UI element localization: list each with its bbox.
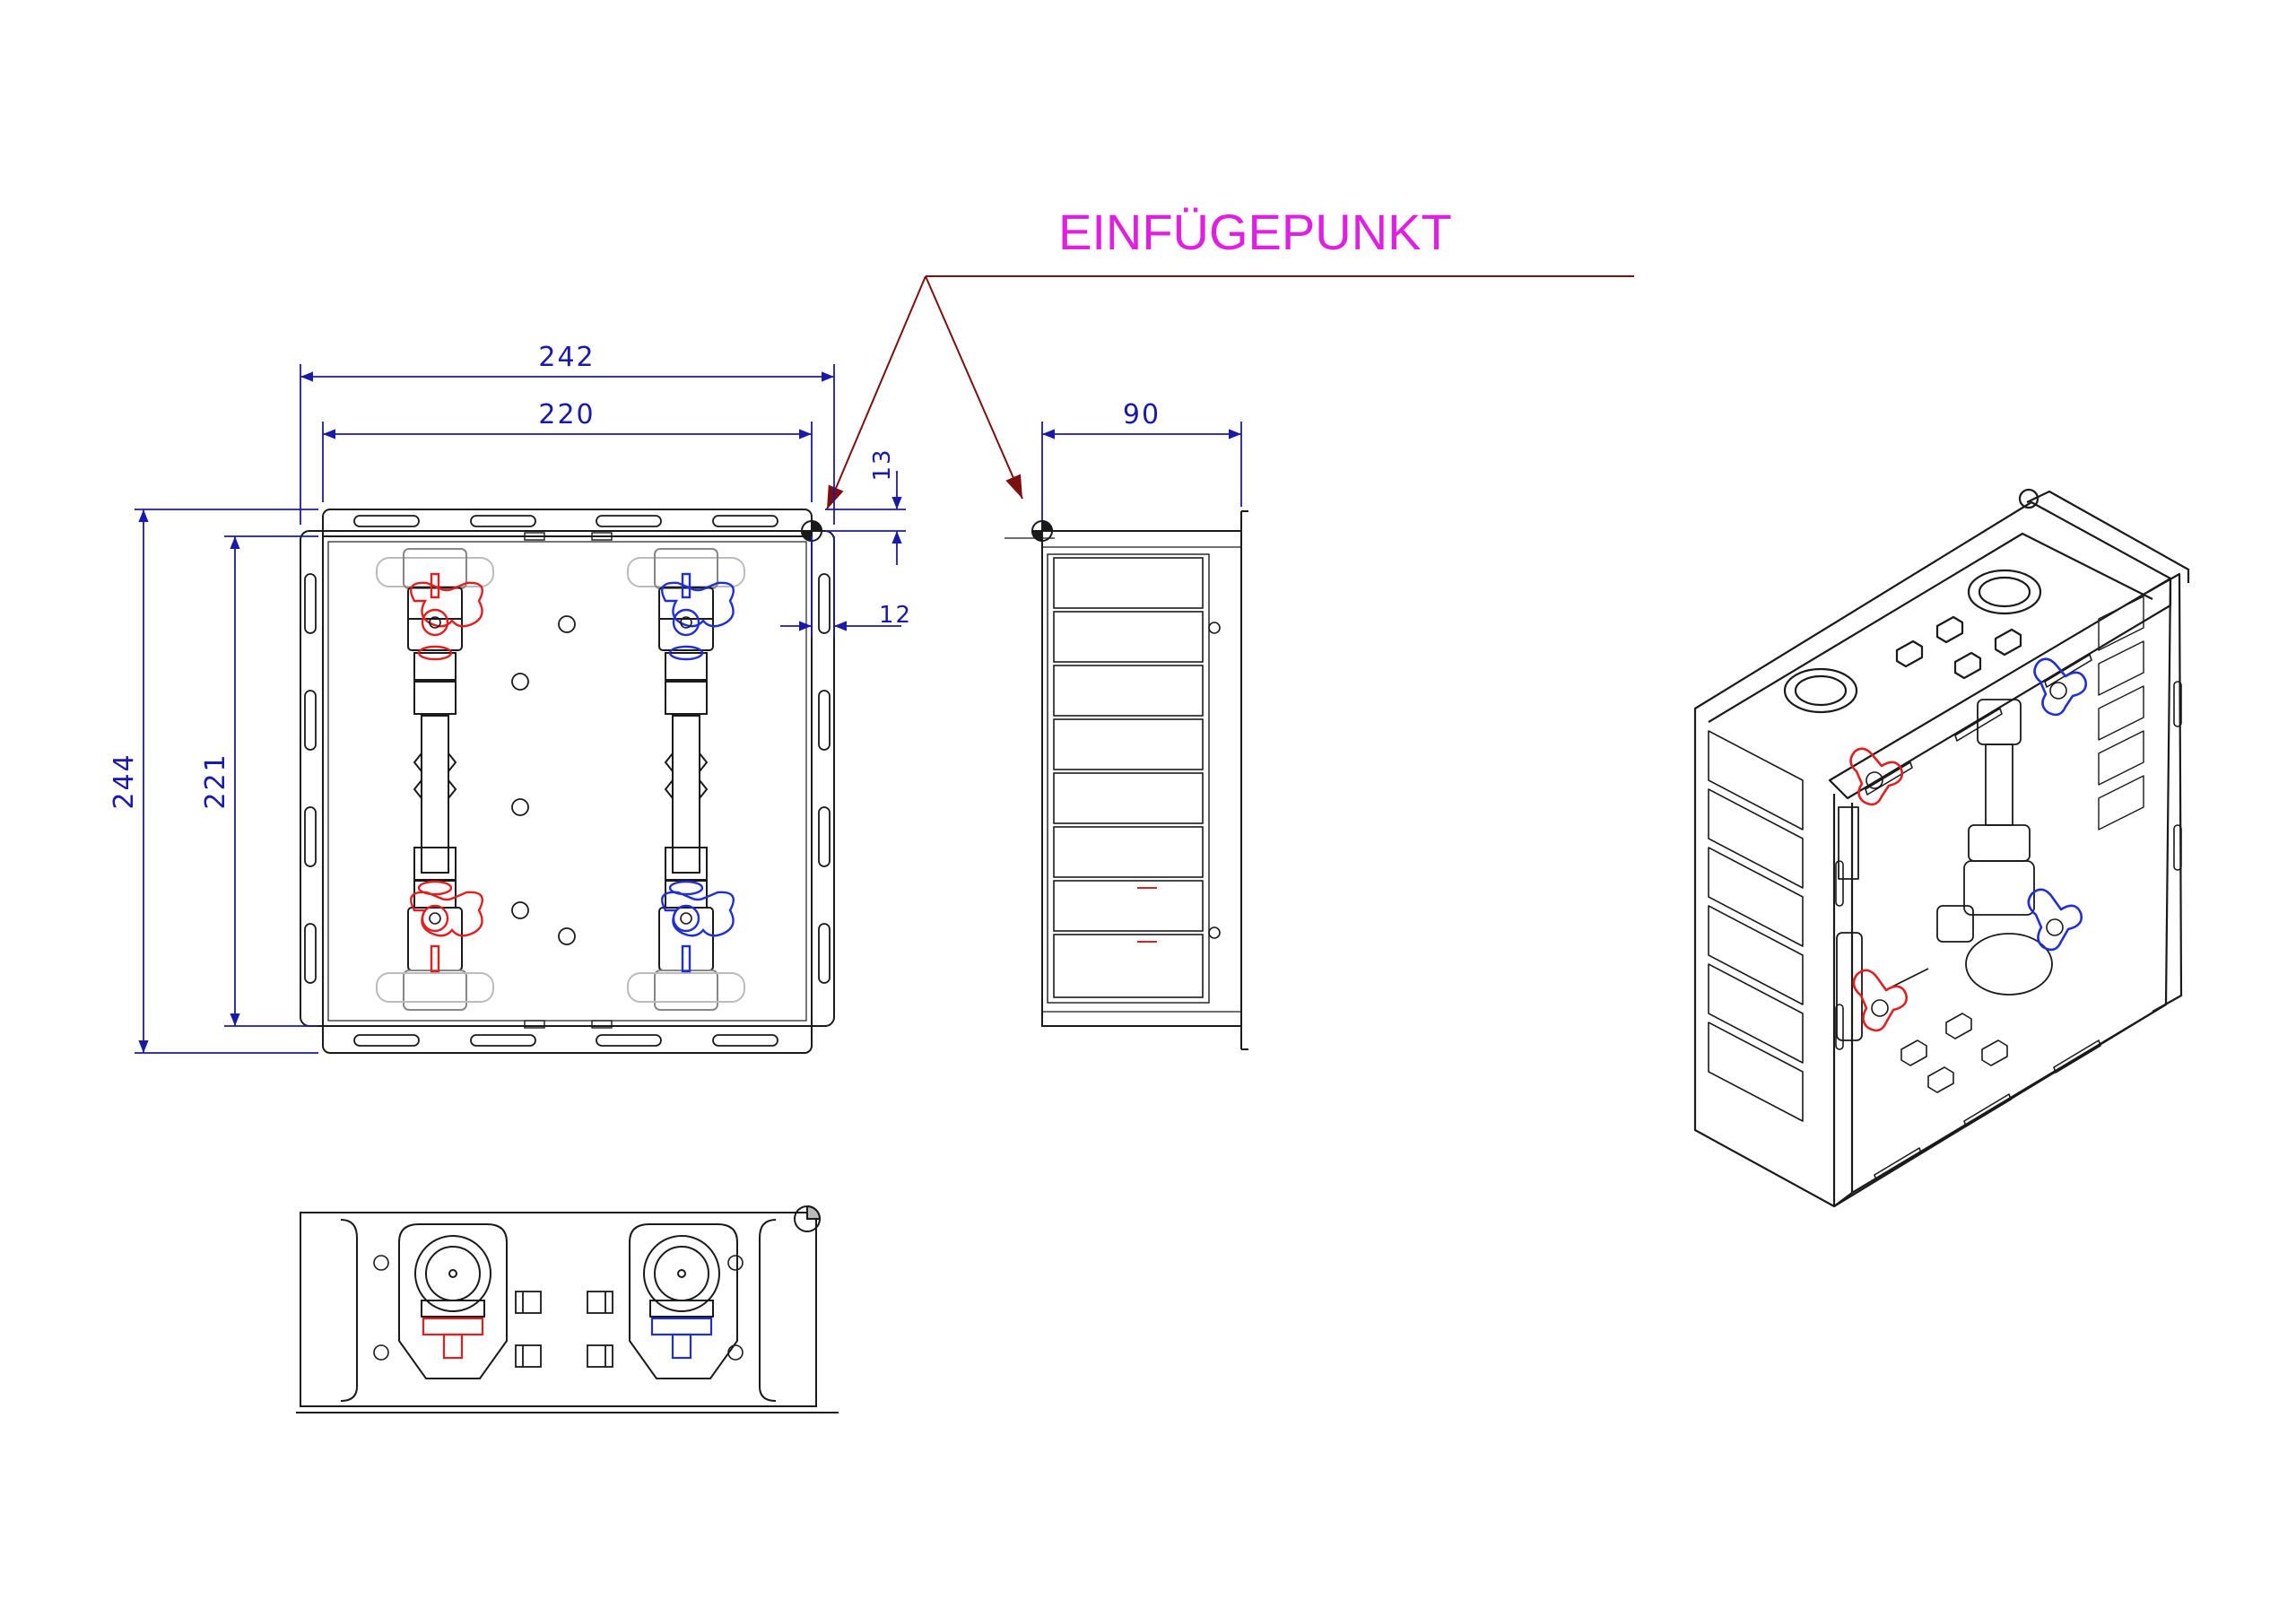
mounting-holes	[511, 615, 576, 945]
bottom-clips	[515, 1291, 613, 1368]
iso-side-insulation-panels	[1708, 730, 1804, 1122]
red-valve-handle-icon	[1852, 969, 1908, 1032]
iso-riser-assemblies	[1836, 699, 2053, 1041]
blue-valve-handle-icon	[2027, 888, 2083, 952]
front-box-inner	[322, 535, 813, 1027]
iso-box-outline	[1693, 500, 2172, 1208]
hot-outlet-bottom	[398, 1223, 508, 1379]
front-dimensions	[135, 364, 906, 1054]
iso-front-opening	[1828, 577, 2172, 800]
insertion-point-label: EINFÜGEPUNKT	[1058, 204, 1452, 260]
leader-to-front-view	[826, 275, 926, 510]
leader-to-side-view	[925, 275, 1023, 500]
cold-water-riser	[627, 548, 745, 1011]
front-view	[300, 509, 835, 1054]
dim-front-outer-width: 242	[538, 342, 595, 373]
cold-outlet-bottom	[629, 1223, 738, 1379]
side-view	[1004, 510, 1248, 1050]
mounting-slots-right	[818, 573, 831, 984]
red-valve-handle-icon	[410, 880, 483, 973]
side-box-body	[1041, 530, 1242, 1027]
side-insulation-panels	[1053, 557, 1204, 998]
red-valve-handle-icon	[1849, 747, 1903, 806]
dim-flange-top: 13	[869, 448, 896, 481]
mounting-slots-top	[353, 515, 778, 527]
isometric-view	[1693, 488, 2190, 1208]
blue-valve-handle-icon	[2033, 657, 2087, 717]
side-dimensions	[1041, 422, 1242, 520]
dim-front-outer-height: 244	[109, 752, 140, 809]
front-box-frame	[322, 509, 813, 1054]
blue-valve-handle-icon	[661, 572, 735, 661]
front-dimension-labels: 242 220 244 221 13 12	[109, 342, 912, 810]
mounting-slots-bottom	[353, 1034, 778, 1047]
dim-flange-side: 12	[879, 602, 912, 629]
front-outer-flange	[300, 530, 835, 1027]
red-valve-handle-icon	[422, 1317, 484, 1360]
iso-top-outlets	[1783, 569, 2042, 714]
blue-valve-handle-icon	[650, 1317, 713, 1360]
insertion-point-callout: EINFÜGEPUNKT	[826, 204, 1634, 510]
mounting-slots-left	[304, 573, 317, 984]
blue-valve-handle-icon	[661, 880, 735, 973]
dim-side-depth: 90	[1123, 399, 1161, 431]
dim-front-inner-width: 220	[538, 399, 595, 431]
bottom-view	[296, 1205, 839, 1413]
bottom-corner-marker	[794, 1205, 822, 1232]
hot-water-riser	[376, 548, 494, 1011]
dim-front-inner-height: 221	[200, 752, 231, 809]
red-valve-handle-icon	[410, 572, 483, 661]
